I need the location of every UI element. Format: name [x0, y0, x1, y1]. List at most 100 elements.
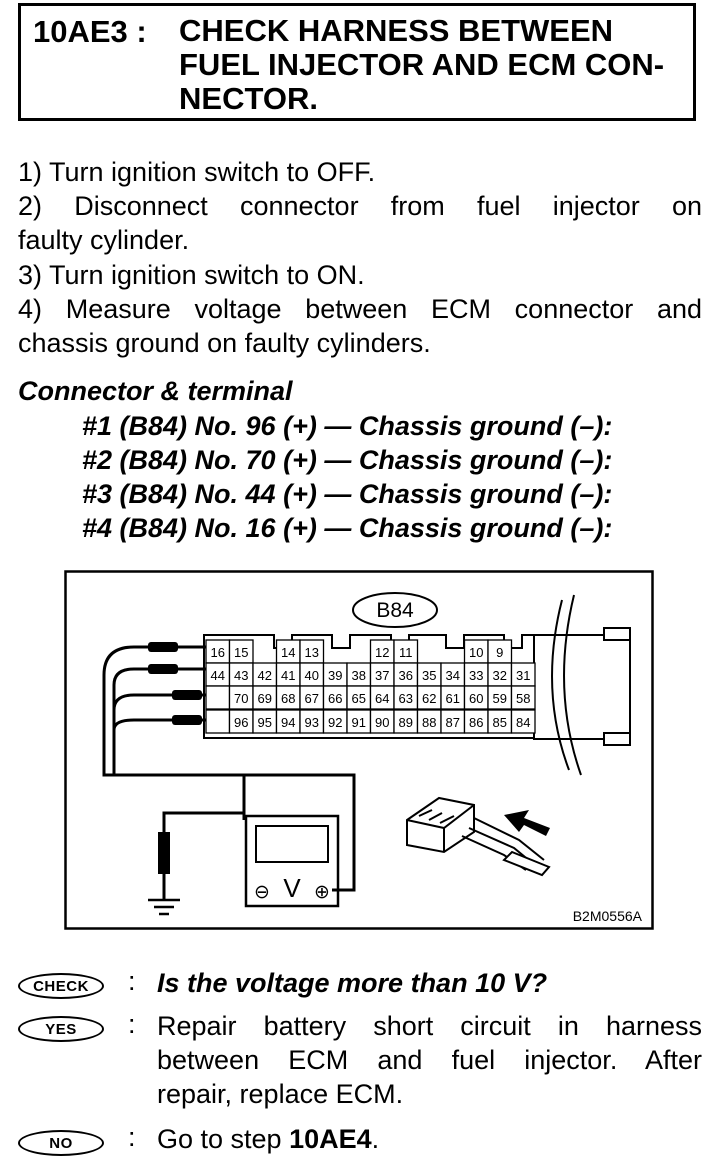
yes-colon: : [128, 1009, 136, 1039]
ground-symbol [148, 898, 180, 916]
step-title-line-1: CHECK HARNESS BETWEEN [179, 13, 614, 48]
terminal-number: 61 [446, 691, 460, 706]
no-answer: Go to step 10AE4. [157, 1122, 702, 1156]
terminal-cell [510, 685, 536, 710]
probe-wires [102, 645, 246, 820]
check-badge: CHECK [18, 973, 104, 999]
terminal-number: 91 [352, 715, 366, 730]
terminal-number: 9 [496, 645, 503, 660]
voltmeter-positive: ⊕ [314, 881, 330, 903]
diagram-frame [64, 570, 654, 930]
no-badge: NO [18, 1130, 104, 1156]
terminal-number: 70 [234, 691, 248, 706]
terminal-number: 32 [493, 668, 507, 683]
no-end: . [371, 1124, 380, 1154]
voltmeter: V ⊖ ⊕ [244, 814, 340, 908]
terminal-number: 40 [305, 668, 319, 683]
terminal-number: 43 [234, 668, 248, 683]
terminal-number: 88 [422, 715, 436, 730]
connector-label-ellipse [352, 592, 438, 628]
housing-tab-top [603, 627, 631, 641]
connector-terminal-heading: Connector & terminal [18, 376, 293, 406]
no-colon: : [128, 1122, 136, 1152]
step-title-line-3: NECTOR. [179, 81, 318, 116]
no-text: Go to step [157, 1124, 290, 1154]
terminal-number: 69 [258, 691, 272, 706]
terminal-number: 33 [469, 668, 483, 683]
step-4-line-2: chassis ground on faulty cylinders. [18, 328, 431, 359]
no-step-link: 10AE4 [289, 1124, 372, 1154]
terminal-number: 60 [469, 691, 483, 706]
terminal-number: 64 [375, 691, 389, 706]
terminal-number: 67 [305, 691, 319, 706]
terminal-number: 94 [281, 715, 295, 730]
yes-badge: YES [18, 1016, 104, 1042]
step-1: 1) Turn ignition switch to OFF. [18, 157, 376, 187]
terminal-number: 84 [516, 715, 530, 730]
terminal-number: 38 [352, 668, 366, 683]
terminal-number: 44 [211, 668, 225, 683]
wire-4 [112, 718, 206, 731]
meter-lead [104, 773, 356, 892]
ground-probe [158, 832, 170, 874]
break-line-2 [563, 594, 582, 776]
wire-2 [112, 667, 206, 775]
terminal-number: 13 [305, 645, 319, 660]
terminal-number: 31 [516, 668, 530, 683]
step-2-line-1: 2) Disconnect connector from fuel inject… [18, 191, 702, 222]
wire-1 [102, 645, 246, 820]
wire-3 [112, 693, 206, 711]
terminal-line-2: #2 (B84) No. 70 (+) — Chassis ground (–)… [82, 445, 613, 475]
terminal-cell [205, 685, 231, 710]
injector-connector-sketch [406, 796, 551, 877]
terminal-number: 16 [211, 645, 225, 660]
terminal-number: 36 [399, 668, 413, 683]
terminal-number: 62 [422, 691, 436, 706]
terminal-number: 87 [446, 715, 460, 730]
terminal-number: 66 [328, 691, 342, 706]
step-header-box: 10AE3 : CHECK HARNESS BETWEEN FUEL INJEC… [18, 3, 696, 121]
arrow-icon [504, 810, 550, 836]
terminal-number: 86 [469, 715, 483, 730]
terminal-cell [510, 709, 536, 734]
terminal-number: 92 [328, 715, 342, 730]
terminal-number: 39 [328, 668, 342, 683]
terminal-number: 35 [422, 668, 436, 683]
terminal-number: 85 [493, 715, 507, 730]
terminal-line-4: #4 (B84) No. 16 (+) — Chassis ground (–)… [82, 513, 613, 543]
terminal-number: 12 [375, 645, 389, 660]
break-line-1 [551, 599, 570, 771]
terminal-line-1: #1 (B84) No. 96 (+) — Chassis ground (–)… [82, 411, 613, 441]
terminal-number: 14 [281, 645, 295, 660]
ecm-housing [533, 634, 631, 740]
procedure-steps: 1) Turn ignition switch to OFF. 2) Disco… [18, 155, 702, 360]
terminal-number: 42 [258, 668, 272, 683]
step-title: CHECK HARNESS BETWEEN FUEL INJECTOR AND … [179, 14, 679, 116]
terminal-number: 90 [375, 715, 389, 730]
yes-line-1: Repair battery short circuit in harness [157, 1011, 702, 1041]
terminal-number: 34 [446, 668, 460, 683]
figure-code: B2M0556A [573, 908, 643, 924]
voltmeter-negative: ⊖ [254, 881, 270, 903]
terminal-number: 68 [281, 691, 295, 706]
terminal-number: 89 [399, 715, 413, 730]
connector-label: B84 [376, 599, 414, 622]
yes-answer: Repair battery short circuit in harness … [157, 1009, 702, 1111]
terminal-number: 63 [399, 691, 413, 706]
step-code: 10AE3 : [33, 14, 147, 49]
terminal-number: 15 [234, 645, 248, 660]
step-3: 3) Turn ignition switch to ON. [18, 259, 365, 290]
step-2-line-2: faulty cylinder. [18, 225, 190, 256]
terminal-number: 10 [469, 645, 483, 660]
terminal-number: 37 [375, 668, 389, 683]
terminal-number: 59 [493, 691, 507, 706]
terminal-number: 41 [281, 668, 295, 683]
terminal-number: 95 [258, 715, 272, 730]
terminal-cell [205, 709, 231, 734]
terminal-line-3: #3 (B84) No. 44 (+) — Chassis ground (–)… [82, 479, 613, 509]
terminal-number: 93 [305, 715, 319, 730]
terminal-number: 58 [516, 691, 530, 706]
check-colon: : [128, 966, 136, 996]
